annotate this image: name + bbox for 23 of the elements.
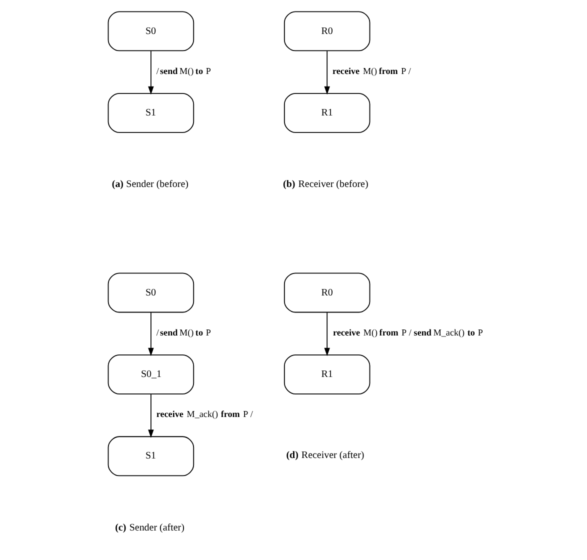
arrow [148, 312, 154, 356]
node-box: R1 [284, 92, 370, 133]
arrow [148, 50, 154, 95]
edge-label: /send M() to P [156, 327, 211, 338]
node-box: S0 [108, 272, 194, 313]
label: (d) Receiver (after) [286, 450, 364, 461]
arrow [324, 312, 330, 356]
node-box: S0 [108, 11, 194, 52]
edge-label: /send M() to P [156, 66, 211, 76]
node-box: S0_1 [108, 354, 194, 394]
node-box: S1 [108, 436, 194, 476]
node-box: R1 [284, 354, 370, 394]
node-box: R0 [284, 11, 370, 52]
edge-label: receive M() from P / send M_ack() to P [333, 327, 483, 338]
label: (b) Receiver (before) [283, 179, 368, 190]
edge-label: receive M() from P / [332, 66, 411, 76]
label: (a) Sender (before) [112, 179, 188, 190]
arrow [148, 394, 154, 438]
arrow [324, 50, 330, 95]
edge-label: receive M_ack() from P / [156, 409, 253, 420]
label: (c) Sender (after) [115, 522, 184, 534]
node-box: S1 [108, 92, 194, 133]
node-box: R0 [284, 272, 370, 313]
